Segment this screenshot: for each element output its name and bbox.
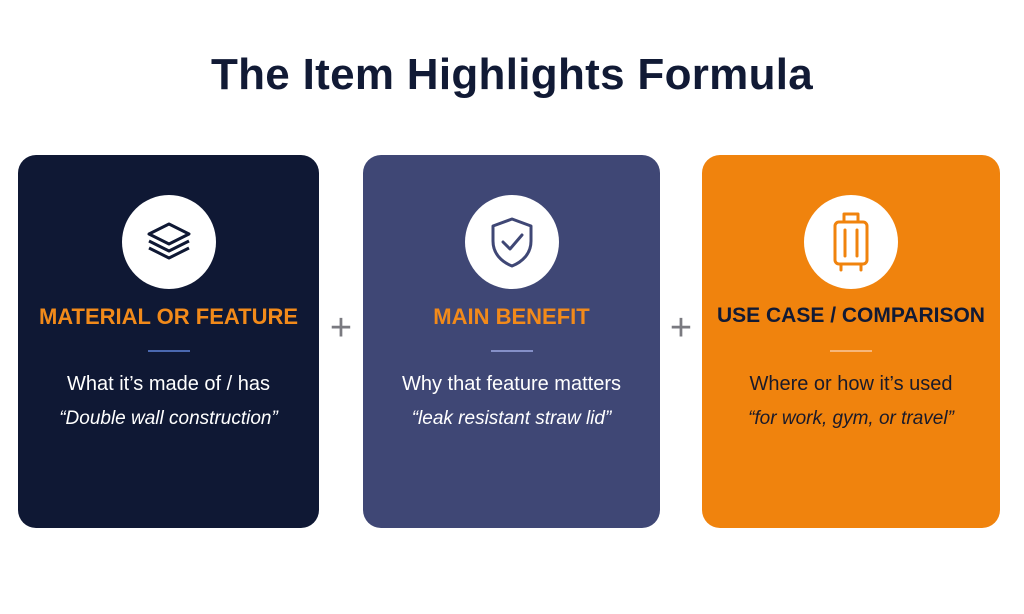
- plus-sign: +: [669, 307, 693, 349]
- icon-badge: [464, 195, 559, 289]
- card-heading: MAIN BENEFIT: [433, 304, 590, 329]
- card-example: “for work, gym, or travel”: [748, 408, 954, 429]
- card-description: Where or how it’s used: [749, 373, 953, 395]
- suitcase-icon: [833, 212, 869, 272]
- divider: [490, 350, 533, 352]
- shield-check-icon: [491, 217, 532, 268]
- icon-badge: [804, 195, 898, 289]
- card-description: What it’s made of / has: [66, 373, 271, 395]
- card-example: “Double wall construction”: [59, 408, 278, 429]
- layers-icon: [147, 222, 190, 260]
- card-heading: USE CASE / COMPARISON: [717, 304, 985, 327]
- icon-badge: [121, 195, 216, 289]
- card-main-benefit: MAIN BENEFIT Why that feature matters “l…: [363, 155, 660, 528]
- page-title: The Item Highlights Formula: [210, 50, 814, 99]
- plus-sign: +: [329, 307, 353, 349]
- card-heading: MATERIAL OR FEATURE: [38, 304, 299, 329]
- card-description: Why that feature matters: [402, 373, 621, 395]
- card-use-case-comparison: USE CASE / COMPARISON Where or how it’s …: [702, 155, 1000, 528]
- divider: [830, 350, 872, 352]
- card-material-or-feature: MATERIAL OR FEATURE What it’s made of / …: [18, 155, 319, 528]
- card-example: “leak resistant straw lid”: [411, 408, 612, 429]
- divider: [147, 350, 190, 352]
